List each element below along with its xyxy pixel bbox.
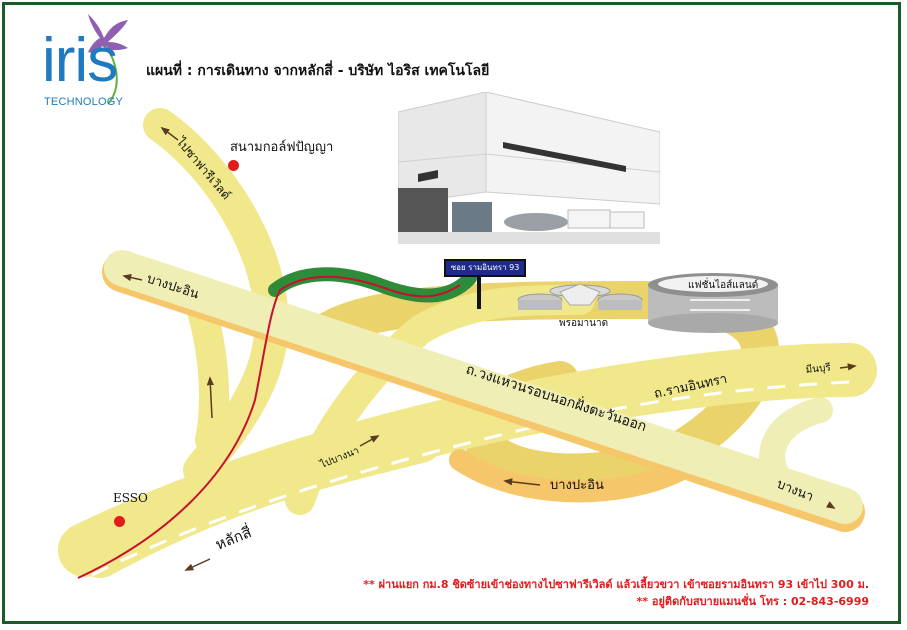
- direction-note: ** ผ่านแยก กม.8 ชิดซ้ายเข้าช่องทางไปซาฟา…: [363, 578, 869, 591]
- arrow-bangpain-top: [122, 274, 143, 282]
- iris-flower-icon: [88, 14, 128, 105]
- road-bangpain-loop: [449, 449, 691, 503]
- label-laksi: หลักสี่: [212, 521, 254, 554]
- iris-logo: iris TECHNOLOGY: [18, 8, 138, 108]
- road-ring-top: [104, 250, 863, 524]
- sign-pole: [477, 277, 481, 309]
- logo-brand: iris: [42, 26, 118, 95]
- arrow-safari: [160, 126, 179, 141]
- logo-subtitle: TECHNOLOGY: [44, 96, 124, 108]
- label-fashion-island: แฟชั่นไอส์แลนด์: [688, 277, 758, 291]
- contact-note: ** อยู่ติดกับสบายแมนชั่น โทร : 02-843-69…: [636, 595, 869, 608]
- arrow-minburi: [839, 363, 857, 371]
- label-minburi: มีนบุรี: [805, 361, 832, 376]
- label-phrom: พรอมานาด: [559, 318, 608, 329]
- lane-dashes: [91, 380, 851, 577]
- building-icon: [397, 91, 661, 244]
- label-golf: สนามกอล์ฟปัญญา: [230, 140, 334, 155]
- esso-marker-icon: [114, 516, 125, 527]
- arrow-up-left: [206, 376, 214, 419]
- road-laksi-branch: [77, 417, 443, 578]
- arrow-to-bangna: [359, 435, 380, 447]
- landmark-phrom: [517, 283, 643, 310]
- soi-ramintra-sign: ซอย รามอินทรา 93: [444, 259, 526, 277]
- page-title: แผนที่ : การเดินทาง จากหลักสี่ - บริษัท …: [146, 63, 490, 79]
- route-line: [77, 275, 461, 579]
- label-esso: ESSO: [113, 491, 148, 505]
- label-bangpain-bottom: บางปะอิน: [550, 478, 604, 493]
- arrow-bangna: [825, 501, 836, 509]
- arrow-bangpain-bottom: [503, 478, 541, 486]
- arrow-laksi: [184, 558, 211, 571]
- building-photo: [397, 91, 661, 244]
- landmark-fashion-island: [648, 273, 778, 333]
- golf-marker-icon: [228, 160, 239, 171]
